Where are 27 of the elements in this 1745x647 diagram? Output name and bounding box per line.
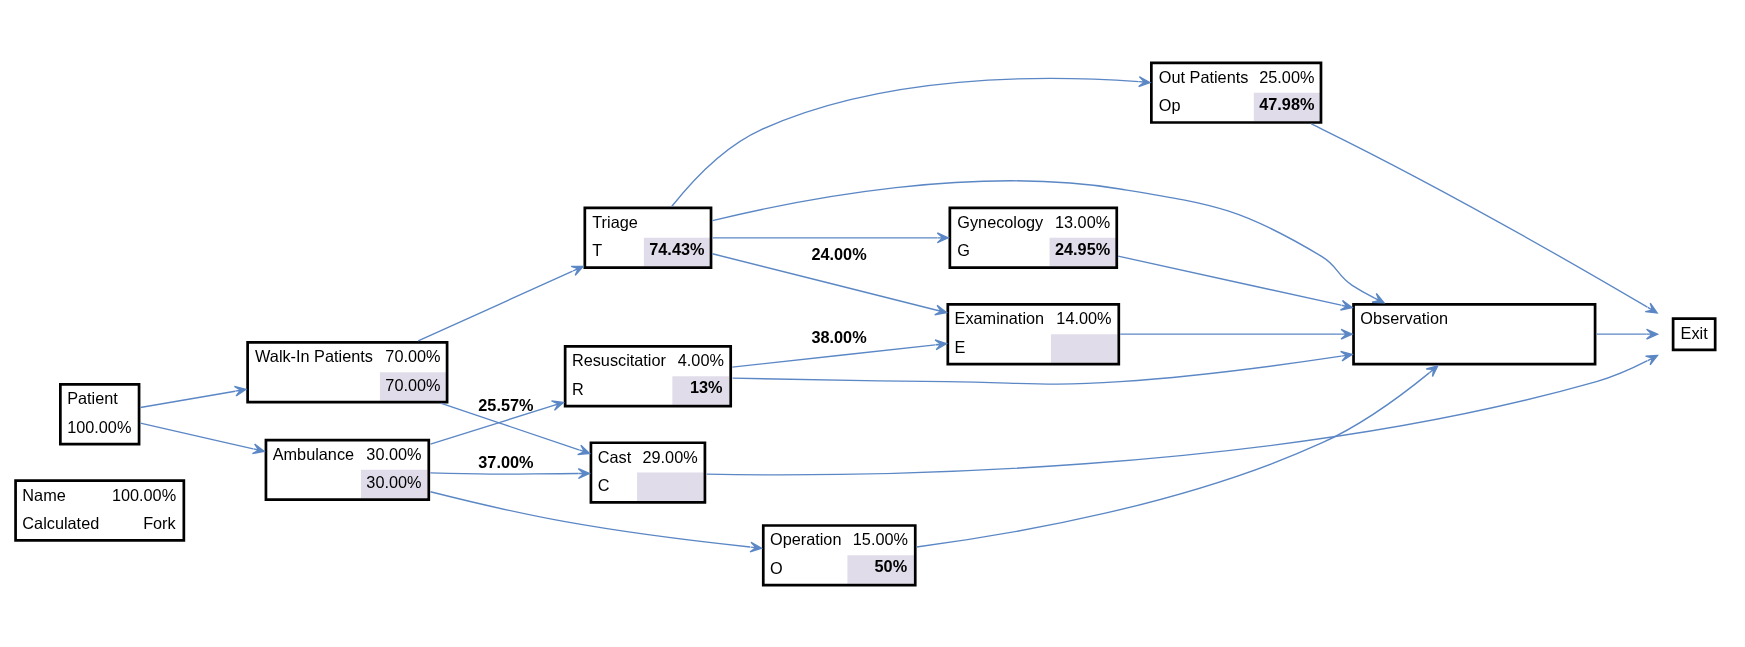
arrow — [1310, 122, 1658, 314]
node-box: Observation — [1352, 302, 1597, 365]
arrow — [731, 338, 948, 368]
arrow — [139, 422, 265, 454]
edge-label: 37.00% — [478, 452, 534, 471]
arrow — [429, 399, 565, 445]
arrow — [671, 75, 1151, 207]
node-box: Patient 100.00% — [59, 382, 141, 445]
edge-label: 24.00% — [811, 244, 867, 263]
arrow — [429, 467, 590, 479]
edge-label: 38.00% — [811, 327, 867, 346]
arrow — [1117, 255, 1353, 311]
arrow — [1596, 328, 1659, 340]
arrow — [1119, 328, 1353, 340]
arrow — [429, 490, 762, 553]
arrow — [711, 252, 948, 315]
arrow — [417, 265, 584, 341]
node-box: Name 100.00% Calculated Fork — [14, 478, 186, 542]
arrow — [915, 364, 1439, 548]
arrow — [440, 402, 591, 455]
edge-label: 25.57% — [478, 395, 534, 414]
arrow — [139, 385, 247, 408]
node-box: Exit — [1671, 316, 1717, 351]
arrow — [731, 350, 1353, 385]
arrow — [711, 231, 949, 243]
arrow — [711, 179, 1385, 303]
arrow — [705, 354, 1659, 475]
